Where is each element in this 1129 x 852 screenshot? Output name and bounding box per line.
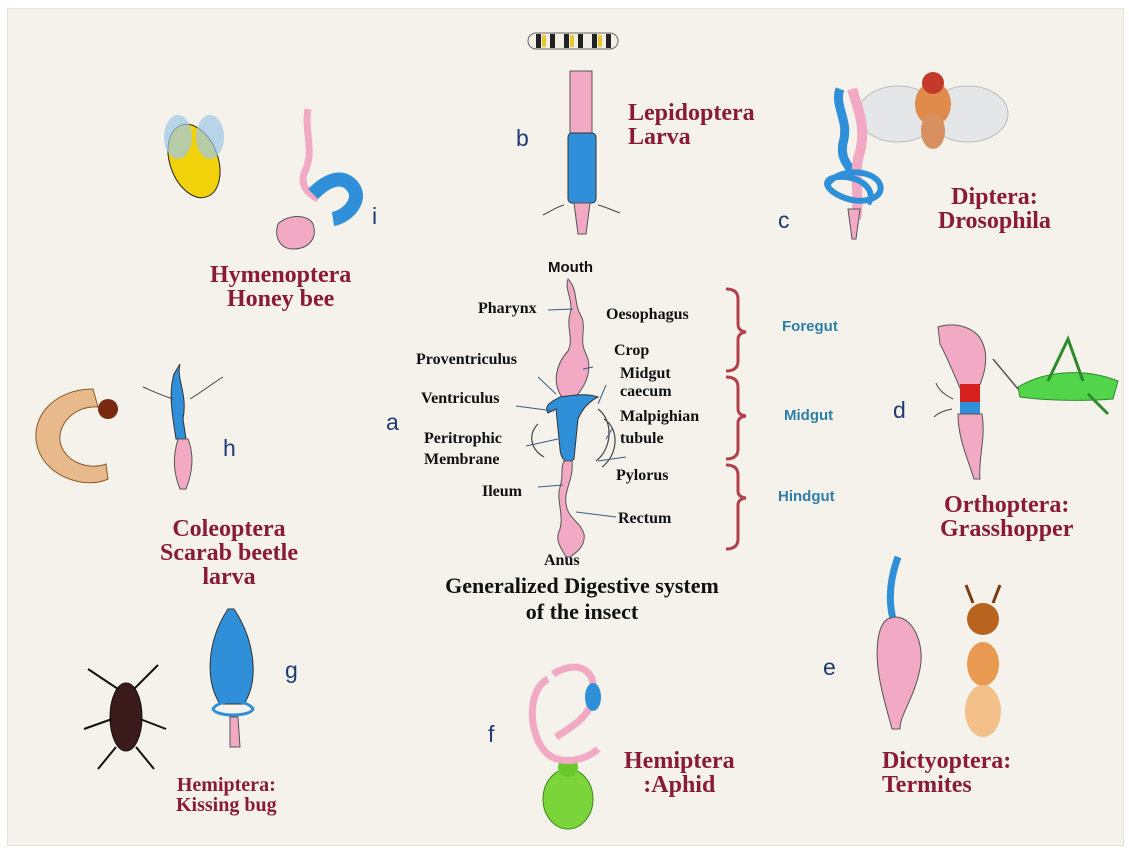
order-label-diptera: Diptera:Drosophila (938, 185, 1051, 233)
region-label-hindgut: Hindgut (778, 489, 835, 504)
panel-letter-i: i (372, 205, 377, 228)
part-label-malpighian-line1: Malpighian (620, 409, 699, 425)
grasshopper-picture (993, 339, 1118, 414)
lepidoptera-gut-drawing (543, 71, 620, 234)
part-label-ileum: Ileum (482, 484, 522, 500)
scarab-larva-picture (36, 389, 118, 483)
order-label-dictyoptera: Dictyoptera:Termites (882, 749, 1011, 797)
panel-letter-h: h (223, 437, 236, 460)
order-label-hemiptera-aphid: Hemiptera:Aphid (624, 749, 735, 797)
part-label-anus: Anus (544, 553, 580, 569)
coleoptera-gut-drawing (143, 364, 223, 489)
aphid-picture (543, 757, 593, 829)
part-label-oesophagus: Oesophagus (606, 307, 689, 323)
part-label-mouth: Mouth (548, 260, 593, 275)
panel-letter-b: b (516, 127, 529, 150)
order-label-orthoptera: Orthoptera:Grasshopper (940, 493, 1073, 541)
order-label-hemiptera-kissing-bug: Hemiptera:Kissing bug (176, 775, 277, 815)
part-label-midgut-caecum-line2: caecum (620, 384, 672, 400)
caterpillar-picture (528, 33, 618, 49)
panel-letter-d: d (893, 399, 906, 422)
region-label-midgut: Midgut (784, 408, 833, 423)
panel-letter-g: g (285, 659, 298, 682)
part-label-malpighian-line2: tubule (620, 431, 664, 447)
region-label-foregut: Foregut (782, 319, 838, 334)
region-brackets (726, 289, 746, 549)
dictyoptera-gut-drawing (877, 557, 921, 729)
termite-picture (965, 585, 1001, 737)
part-label-pylorus: Pylorus (616, 468, 668, 484)
orthoptera-gut-drawing (934, 325, 986, 479)
honey-bee-picture (158, 115, 229, 205)
part-label-midgut-caecum-line1: Midgut (620, 366, 671, 382)
hemiptera-aphid-gut-drawing (532, 667, 601, 760)
part-label-peritrophic-line1: Peritrophic (424, 431, 502, 447)
hymenoptera-gut-drawing (277, 109, 356, 249)
panel-letter-f: f (488, 723, 494, 746)
hemiptera-kissing-bug-gut-drawing (210, 609, 253, 747)
diagram-artwork (8, 9, 1123, 845)
part-label-proventriculus: Proventriculus (416, 352, 517, 368)
part-label-rectum: Rectum (618, 511, 671, 527)
part-label-pharynx: Pharynx (478, 301, 537, 317)
panel-letter-e: e (823, 656, 836, 679)
panel-letter-c: c (778, 209, 790, 232)
part-label-peritrophic-line2: Membrane (424, 452, 500, 468)
drosophila-picture (858, 72, 1008, 149)
part-label-crop: Crop (614, 343, 649, 359)
part-label-ventriculus: Ventriculus (421, 391, 500, 407)
kissing-bug-picture (84, 665, 166, 769)
panel-letter-a: a (386, 411, 399, 434)
